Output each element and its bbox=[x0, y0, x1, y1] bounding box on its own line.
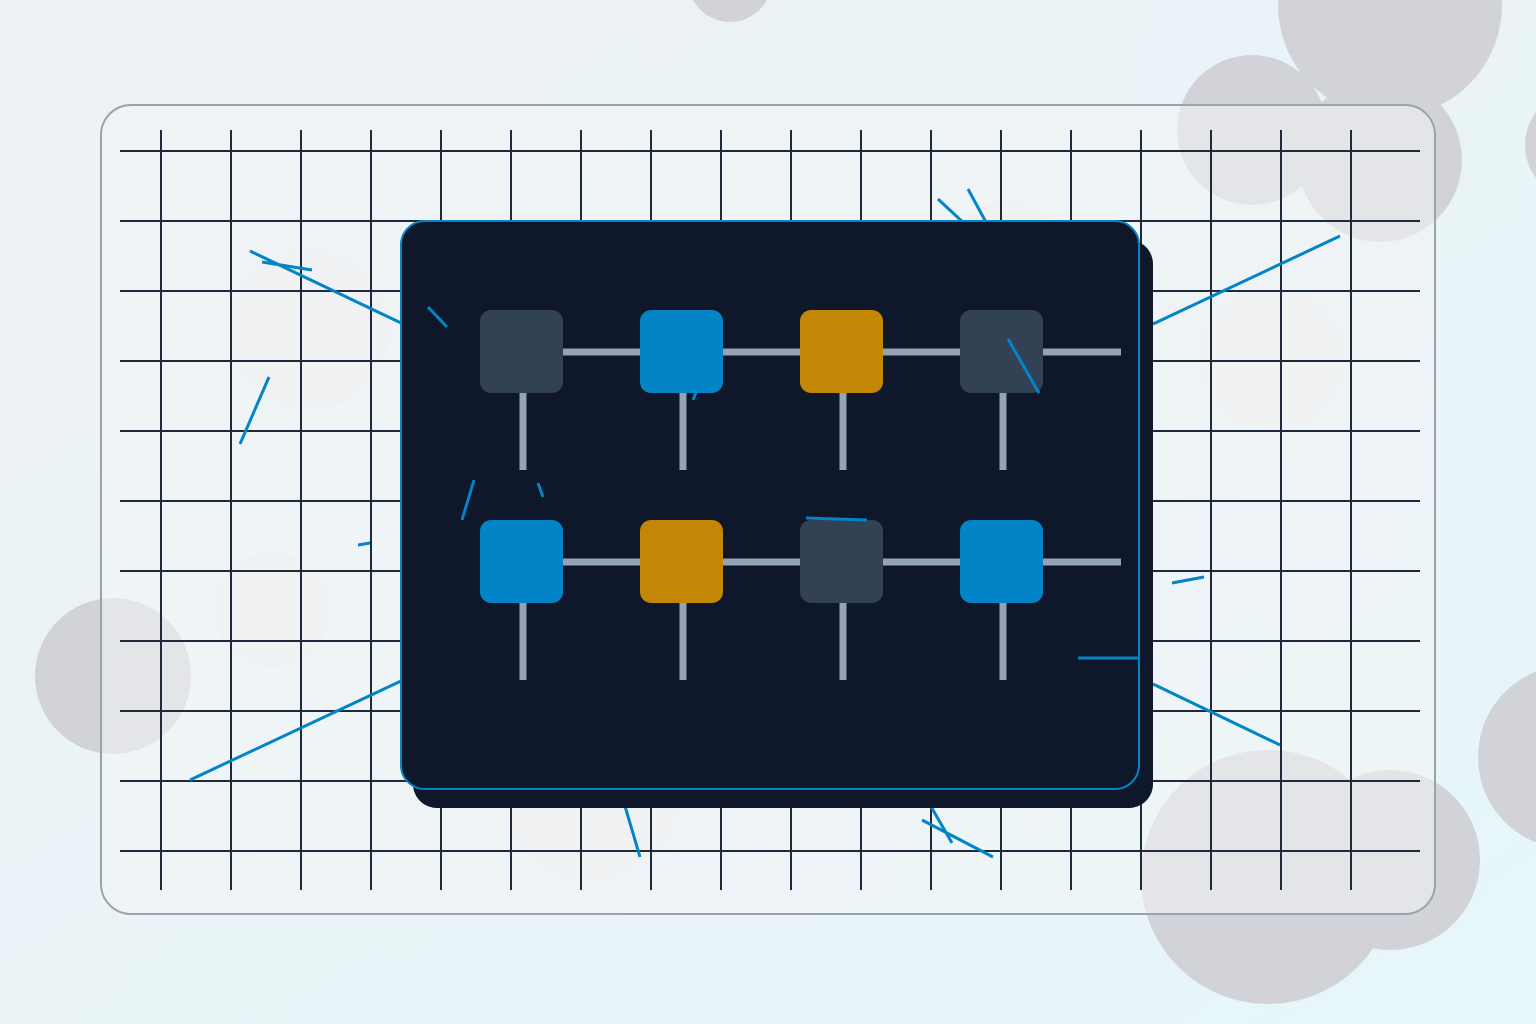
accent-line bbox=[1171, 575, 1205, 585]
accent-line bbox=[460, 479, 476, 521]
accent-line bbox=[1152, 234, 1341, 326]
node-blue bbox=[480, 520, 563, 603]
panel bbox=[400, 220, 1140, 790]
accent-line bbox=[921, 818, 994, 859]
accent-line bbox=[1006, 338, 1041, 394]
node-amber bbox=[640, 520, 723, 603]
accent-line bbox=[261, 260, 313, 272]
accent-line bbox=[536, 482, 545, 498]
bubble bbox=[1525, 112, 1536, 178]
bubble bbox=[693, 0, 767, 22]
accent-lines-front bbox=[426, 305, 1139, 660]
bubble bbox=[1478, 671, 1536, 843]
accent-line bbox=[805, 516, 868, 522]
accent-line bbox=[426, 305, 449, 329]
node-blue bbox=[640, 310, 723, 393]
node-slate bbox=[960, 310, 1043, 393]
node-blue bbox=[960, 520, 1043, 603]
node-network bbox=[480, 310, 1121, 680]
accent-line bbox=[189, 679, 402, 782]
accent-line bbox=[357, 541, 371, 547]
node-slate bbox=[800, 520, 883, 603]
accent-line bbox=[1152, 682, 1281, 747]
node-slate bbox=[480, 310, 563, 393]
node-amber bbox=[800, 310, 883, 393]
accent-line bbox=[691, 389, 699, 401]
accent-line bbox=[238, 376, 271, 445]
bubble bbox=[1278, 0, 1502, 117]
